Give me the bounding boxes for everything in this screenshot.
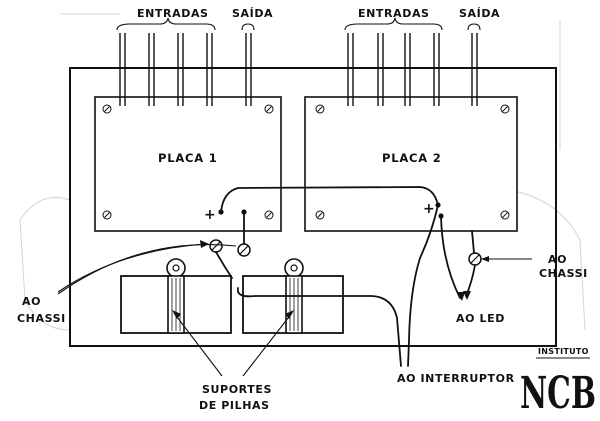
- to-switch-label: AO INTERRUPTOR: [397, 372, 515, 385]
- plate-1-inputs-brace: [116, 17, 216, 31]
- holders-pointer-left-tip: [172, 310, 181, 319]
- battery-holder-left-strap: [166, 258, 186, 334]
- battery-holders-label-line2: DE PILHAS: [199, 399, 270, 412]
- plate-2-output-wire: [471, 33, 478, 106]
- plate-2-output-brace: [467, 23, 481, 31]
- plate-2-label: PLACA 2: [382, 151, 442, 165]
- plate-2-board: [304, 96, 518, 232]
- plate-2-output-to-lug-wire: [471, 230, 475, 254]
- instituto-ncb-logo: INSTITUTO NCB: [520, 347, 596, 419]
- switch-wire-from-battery: [236, 287, 402, 367]
- chassis-panel: [69, 67, 557, 347]
- plate-1-output-brace: [241, 23, 255, 31]
- plate-2-input-wires: [347, 33, 440, 106]
- plate-1-screws: [102, 104, 274, 220]
- chassis-left-pointer-2: [57, 243, 237, 295]
- plate-1-label: PLACA 1: [158, 151, 218, 165]
- positive-bus-wire: [220, 186, 439, 213]
- battery-holder-right-strap: [284, 258, 304, 334]
- plate-1-input-wires: [119, 33, 213, 106]
- chassis-left-label-line1: AO: [22, 295, 41, 308]
- chassis-right-pointer-tip: [481, 256, 489, 262]
- holders-pointer-right-tip: [285, 310, 294, 319]
- led-arrow-1: [457, 292, 465, 301]
- switch-wire-from-plate-2: [407, 204, 439, 367]
- plate-1-inputs-label: ENTRADAS: [137, 7, 209, 20]
- chassis-right-label-line2: CHASSI: [539, 267, 588, 280]
- chassis-lug-left-2: [237, 243, 251, 257]
- logo-instituto-text: INSTITUTO: [538, 347, 589, 356]
- plate-2-plus-sign: +: [423, 201, 435, 217]
- chassis-lug-left-1: [209, 239, 223, 253]
- plate-2-inputs-brace: [344, 17, 443, 31]
- plate-1-output-wire: [245, 33, 252, 106]
- plate-1-output-label: SAÍDA: [232, 7, 273, 20]
- to-led-label: AO LED: [456, 312, 505, 325]
- chassis-left-label-line2: CHASSI: [17, 312, 66, 325]
- led-arrow-2: [463, 291, 471, 300]
- holders-pointer-left: [173, 312, 223, 377]
- holders-pointer-right: [242, 312, 293, 377]
- plate-1-board: [94, 96, 282, 232]
- chassis-right-label-line1: AO: [548, 253, 567, 266]
- chassis-left-pointer-tip: [200, 240, 209, 248]
- plate-2-to-led-wire: [440, 215, 461, 299]
- plate-2-output-label: SAÍDA: [459, 7, 500, 20]
- plate-2-inputs-label: ENTRADAS: [358, 7, 430, 20]
- battery-holders-label-line1: SUPORTES: [202, 383, 272, 396]
- chassis-lug-right: [468, 252, 482, 266]
- plate-2-screws: [315, 104, 510, 220]
- left-lug-to-battery-wire: [215, 251, 233, 279]
- plate-1-plus-sign: +: [204, 207, 216, 223]
- logo-ncb-text: NCB: [520, 368, 596, 419]
